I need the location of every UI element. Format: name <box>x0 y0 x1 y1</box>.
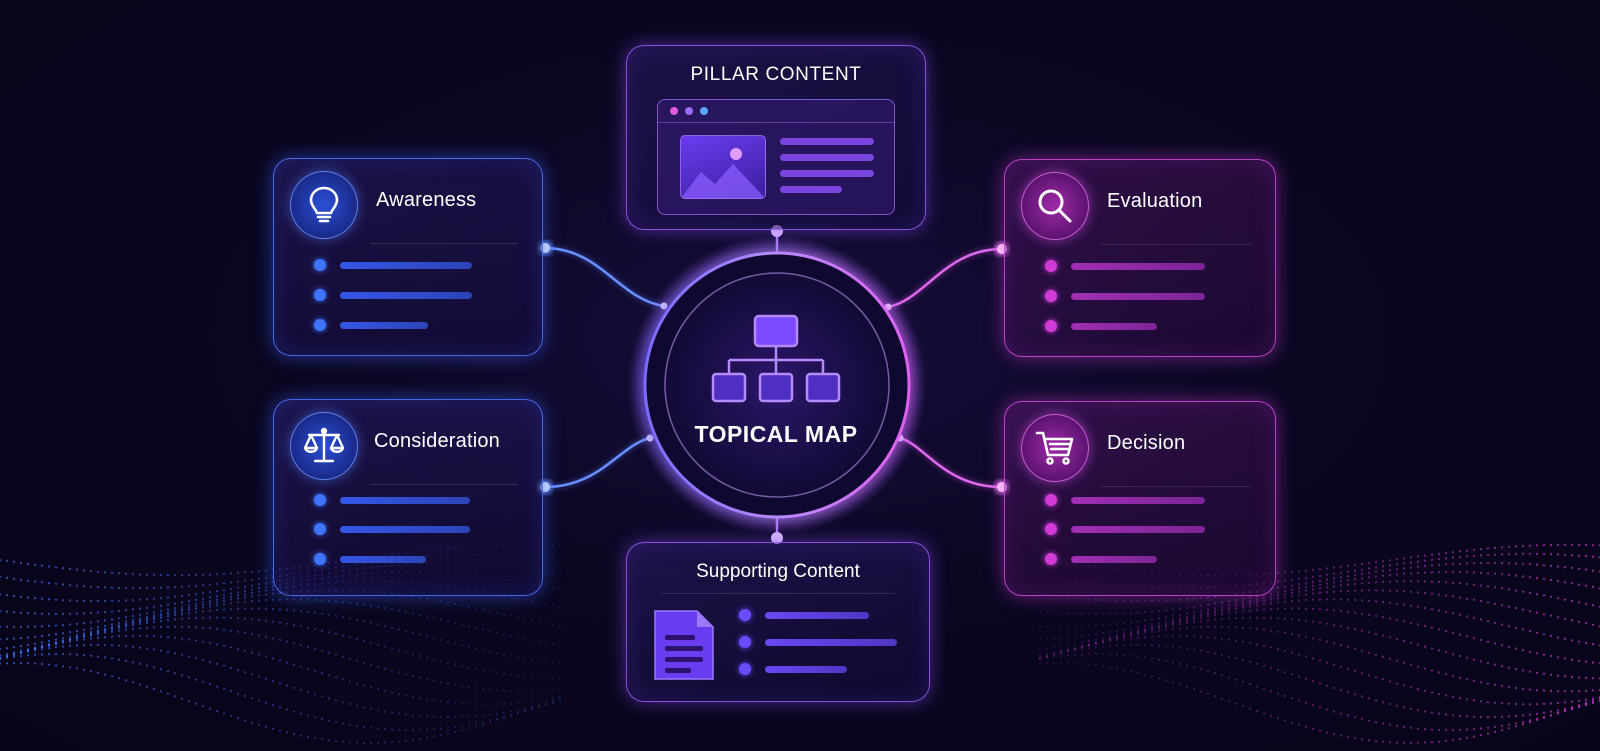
stage-card-evaluation: Evaluation <box>1004 159 1276 357</box>
stage-title: Consideration <box>374 430 501 452</box>
dotted-wave-left <box>0 543 562 745</box>
pillar-content-card: PILLAR CONTENT <box>626 45 926 230</box>
stage-card-decision: Decision <box>1004 401 1276 596</box>
stage-title: Awareness <box>376 189 477 211</box>
lightbulb-icon <box>290 171 358 239</box>
hierarchy-icon <box>711 314 841 403</box>
supporting-content-title: Supporting Content <box>696 561 860 582</box>
shopping-cart-icon <box>1021 414 1089 482</box>
scales-icon <box>290 412 358 480</box>
stage-card-awareness: Awareness <box>273 158 543 356</box>
dotted-wave-right <box>1038 543 1600 745</box>
supporting-content-card: Supporting Content <box>626 542 930 702</box>
image-placeholder-icon <box>680 135 766 199</box>
center-label: TOPICAL MAP <box>694 421 858 447</box>
magnifier-icon <box>1021 172 1089 240</box>
stage-card-consideration: Consideration <box>273 399 543 596</box>
stage-title: Evaluation <box>1107 190 1203 212</box>
stage-title: Decision <box>1107 432 1186 454</box>
document-icon <box>653 609 715 686</box>
pillar-content-title: PILLAR CONTENT <box>690 64 862 85</box>
browser-window-icon <box>657 99 895 215</box>
